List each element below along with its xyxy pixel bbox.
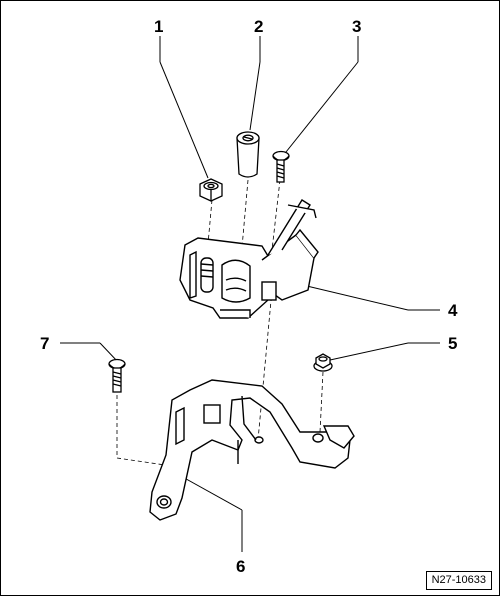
bolt-icon [108, 358, 126, 393]
control-unit-icon [179, 199, 319, 319]
callout-7: 7 [40, 334, 50, 353]
reference-code: N27-10633 [425, 570, 492, 590]
callout-4: 4 [448, 301, 458, 320]
flange-nut-icon [313, 353, 333, 372]
threaded-sleeve-icon [236, 131, 260, 178]
callout-6: 6 [236, 557, 246, 576]
callout-1: 1 [154, 17, 164, 36]
assembly-dashed-lines [116, 179, 324, 466]
callout-5: 5 [448, 334, 458, 353]
callout-2: 2 [254, 17, 264, 36]
callout-3: 3 [352, 17, 362, 36]
hex-nut-icon [199, 178, 223, 202]
screw-icon [272, 150, 290, 183]
mounting-bracket-icon [149, 379, 355, 521]
